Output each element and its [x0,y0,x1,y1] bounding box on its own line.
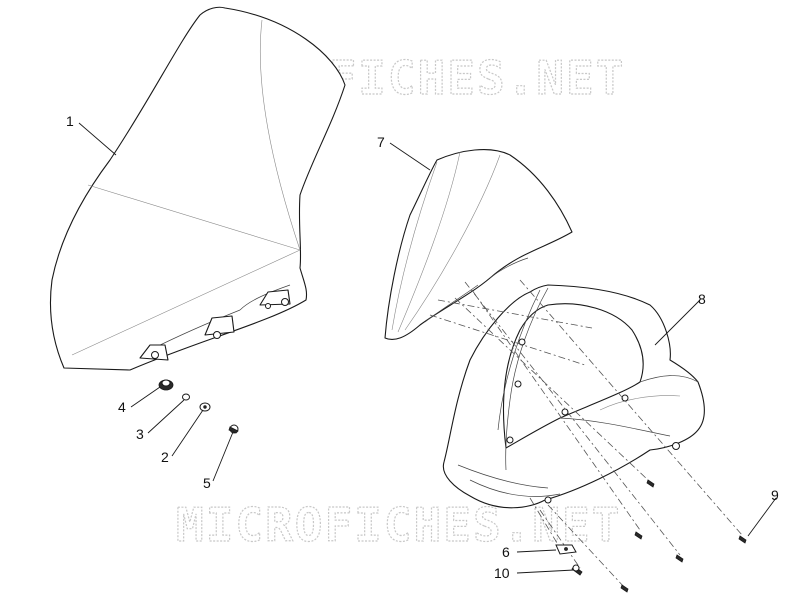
spacer-part-3[interactable] [182,393,190,401]
washer-part-2[interactable] [199,402,211,412]
screw-part-10[interactable] [571,564,583,576]
windshield-part-1[interactable] [50,6,346,371]
assembly-lines [429,279,743,589]
front-fairing-part-8[interactable] [442,284,705,509]
callout-1: 1 [66,113,74,129]
callout-7: 7 [377,134,385,150]
callout-2: 2 [161,449,169,465]
callout-8: 8 [698,291,706,307]
callout-6: 6 [502,544,510,560]
callout-5: 5 [203,475,211,491]
watermark-bottom: MICROFICHES.NET [176,498,621,552]
screw-part-5[interactable] [228,424,239,434]
leader-lines [78,122,777,574]
clip-nut-part-6[interactable] [555,544,577,555]
callout-10: 10 [494,565,510,581]
callout-9: 9 [771,487,779,503]
inner-panel-part-7[interactable] [384,149,573,341]
grommet-part-4[interactable] [158,379,174,391]
screws-part-9[interactable] [620,479,747,593]
callout-3: 3 [136,426,144,442]
callout-4: 4 [118,399,126,415]
